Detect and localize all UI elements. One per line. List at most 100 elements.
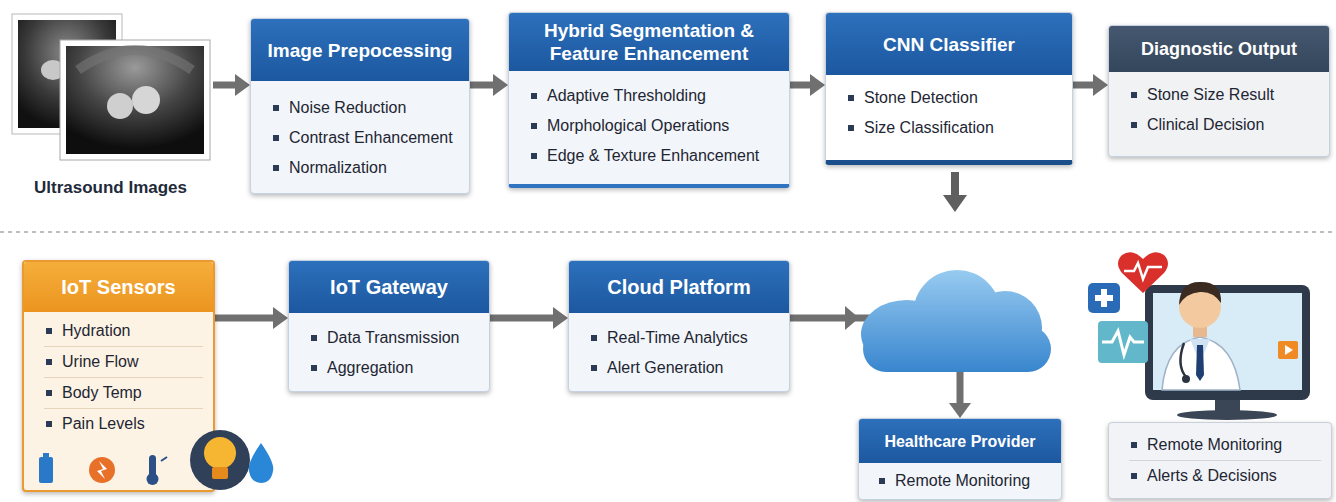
heart-icon	[1124, 263, 1162, 279]
process-box: Diagnostic OutputStone Size ResultClinic…	[1108, 25, 1330, 157]
down-arrow	[943, 195, 967, 212]
image-group: Ultrasound Images	[8, 12, 213, 198]
arrow-line	[790, 82, 810, 89]
gauge-icon	[97, 461, 107, 479]
box-header: Hybrid Segmentation & Feature Enhancemen…	[509, 13, 789, 71]
front-scan	[60, 40, 210, 160]
bullet-item: Morphological Operations	[529, 111, 779, 141]
dashed-divider	[0, 231, 1336, 233]
box-header: IoT Gateway	[289, 261, 489, 313]
box-header: Cloud Platform	[569, 261, 789, 313]
box-header: Image Prepocessing	[251, 19, 469, 81]
bullet-list: Stone Size ResultClinical Decision	[1109, 72, 1329, 148]
box-title: IoT Gateway	[330, 276, 448, 299]
arrow-line	[213, 82, 235, 89]
monitor	[1177, 410, 1277, 420]
process-box: Image PrepocessingNoise ReductionContras…	[250, 18, 470, 194]
flow-arrow	[470, 74, 508, 96]
bullet-item: Stone Detection	[846, 83, 1062, 113]
cloud-shape	[863, 326, 1051, 372]
doctor	[1179, 282, 1221, 305]
box-title: CNN Classifier	[883, 33, 1015, 56]
flow-arrow	[215, 307, 288, 329]
box-title: Diagnostic Output	[1141, 38, 1297, 61]
monitor	[1153, 293, 1302, 390]
doctor-monitor	[1080, 245, 1330, 420]
bulb-icon	[190, 430, 250, 490]
gauge-icon	[89, 457, 115, 483]
bullet-item: Size Classification	[846, 113, 1062, 143]
front-scan	[78, 50, 192, 70]
box-title: Healthcare Provider	[884, 430, 1035, 453]
bullet-list: Remote Monitoring	[859, 463, 1061, 499]
arrow-head	[553, 307, 568, 329]
cloud-icon	[845, 262, 1065, 382]
bullet-item: Data Transmission	[309, 323, 479, 353]
bullet-list: Noise ReductionContrast EnhancementNorma…	[251, 81, 469, 193]
arrow-head	[949, 403, 971, 418]
bullet-item: Noise Reduction	[271, 93, 459, 123]
arrow-head	[845, 306, 859, 330]
play-icon	[1278, 341, 1298, 359]
thermometer-icon	[161, 457, 167, 461]
bullet-list: Adaptive ThresholdingMorphological Opera…	[509, 71, 789, 181]
arrow-head	[1093, 74, 1108, 96]
bullet-item: Urine Flow	[44, 347, 203, 378]
flow-arrow	[1073, 74, 1108, 96]
arrow-line	[215, 315, 273, 322]
play-icon	[1285, 345, 1293, 355]
arrow-line	[470, 82, 493, 89]
process-box: IoT GatewayData TransmissionAggregation	[288, 260, 490, 392]
bullet-item: Hydration	[44, 316, 203, 347]
heart-icon	[1118, 252, 1168, 293]
process-box: CNN ClassifierStone DetectionSize Classi…	[825, 12, 1073, 165]
pulse-icon	[1102, 331, 1144, 355]
box-header: Diagnostic Output	[1109, 26, 1329, 72]
ultrasound-images	[8, 10, 214, 164]
box-header: CNN Classifier	[826, 13, 1072, 75]
thermometer-icon	[147, 455, 168, 485]
down-arrow	[951, 172, 959, 196]
front-scan	[132, 86, 160, 114]
monitor	[1145, 285, 1310, 420]
flow-arrow	[213, 74, 250, 96]
water-drop-icon	[249, 443, 274, 483]
box-title: IoT Sensors	[61, 276, 175, 299]
cloud-shape	[861, 270, 1051, 372]
bulb-icon	[204, 437, 236, 469]
down-arrow	[943, 172, 967, 212]
doctor	[1196, 345, 1204, 381]
arrow-head	[235, 74, 250, 96]
gauge-icon	[89, 457, 115, 483]
pulse-icon	[1098, 321, 1148, 363]
bullet-item: Clinical Decision	[1129, 110, 1319, 140]
doctor	[1182, 375, 1190, 383]
process-box: Hybrid Segmentation & Feature Enhancemen…	[508, 12, 790, 188]
box-title: Hybrid Segmentation & Feature Enhancemen…	[519, 19, 779, 65]
process-box: Cloud PlatformReal-Time AnalyticsAlert G…	[568, 260, 790, 392]
heart-icon	[1118, 252, 1168, 293]
flow-arrow	[790, 74, 825, 96]
bullet-item: Real-Time Analytics	[589, 323, 779, 353]
doctor	[1162, 282, 1240, 390]
pulse-icon	[1098, 321, 1148, 363]
bullet-list: Real-Time AnalyticsAlert Generation	[569, 313, 789, 391]
box-header: Healthcare Provider	[859, 419, 1061, 463]
bullet-item: Body Temp	[44, 378, 203, 409]
battery-icon	[43, 453, 49, 457]
bullet-item: Normalization	[271, 153, 459, 183]
doctor	[1180, 343, 1186, 377]
bullet-item: Aggregation	[309, 353, 479, 383]
arrow-line	[490, 315, 553, 322]
thermometer-icon	[147, 473, 159, 485]
bullet-item: Remote Monitoring	[877, 466, 1051, 496]
front-scan	[66, 46, 204, 154]
bulb-icon	[190, 430, 250, 490]
process-box: Healthcare ProviderRemote Monitoring	[858, 418, 1062, 500]
bulb-icon	[212, 467, 228, 479]
flow-arrow	[490, 307, 568, 329]
bullet-list: Stone DetectionSize Classification	[826, 75, 1072, 151]
doctor	[1162, 337, 1240, 390]
bullet-item: Adaptive Thresholding	[529, 81, 779, 111]
plus-icon	[1088, 283, 1120, 313]
